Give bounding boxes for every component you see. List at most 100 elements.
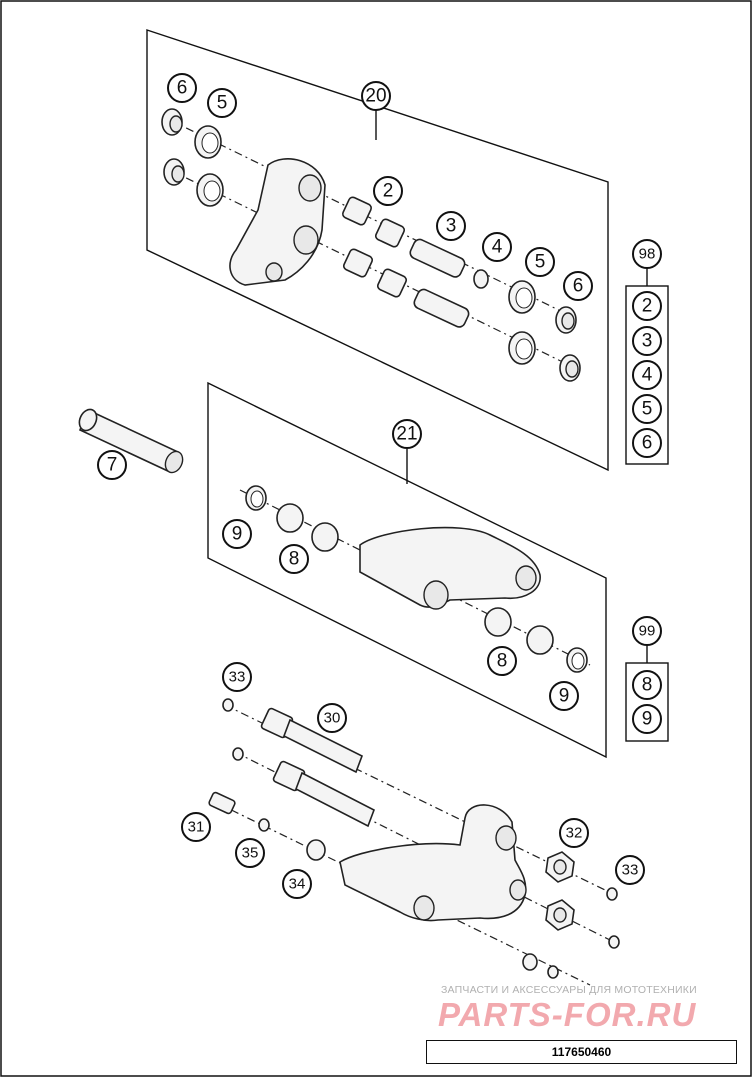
bolt-30-lower [272, 760, 375, 828]
axis-bolt-upper [224, 704, 606, 891]
svg-text:2: 2 [383, 181, 394, 202]
seal-5-upper-right [508, 280, 536, 314]
seal-5-lower-left [196, 173, 224, 207]
svg-text:2: 2 [642, 296, 653, 317]
svg-text:21: 21 [396, 424, 417, 445]
pin-7 [78, 408, 184, 474]
axis-lower [169, 169, 576, 369]
svg-text:3: 3 [446, 216, 457, 237]
callout-5-right: 5 [525, 247, 555, 277]
bushing-8-left-b [311, 522, 339, 552]
washer-35 [258, 818, 270, 832]
grease-nipple-33-right [606, 887, 620, 949]
svg-text:5: 5 [217, 93, 228, 114]
kit-99-item-9: 9 [632, 704, 662, 734]
callout-8-left: 8 [279, 544, 309, 574]
svg-text:6: 6 [642, 433, 653, 454]
callout-98: 98 [632, 239, 662, 269]
bolt-31 [208, 791, 236, 815]
bushing-8-left-a [276, 503, 304, 533]
bushing-2-b [374, 218, 406, 248]
svg-text:31: 31 [188, 819, 205, 836]
linkage-assembly [339, 804, 527, 922]
nut-32-lower [545, 899, 575, 931]
lever-arm-21 [359, 526, 541, 610]
svg-text:7: 7 [107, 455, 118, 476]
svg-text:9: 9 [642, 709, 653, 730]
watermark-subtitle: ЗАПЧАСТИ И АКСЕССУАРЫ ДЛЯ МОТОТЕХНИКИ [441, 984, 697, 996]
svg-text:9: 9 [559, 686, 570, 707]
svg-text:5: 5 [642, 399, 653, 420]
svg-text:34: 34 [289, 876, 306, 893]
callout-32: 32 [559, 818, 589, 848]
svg-text:5: 5 [535, 252, 546, 273]
callout-6-right: 6 [563, 271, 593, 301]
kit-98-item-6: 6 [632, 428, 662, 458]
callout-30: 30 [317, 703, 347, 733]
bearing-6-upper-right [555, 306, 577, 334]
bearing-6-upper-left [161, 108, 183, 136]
callout-33-left: 33 [222, 662, 252, 692]
bearing-6-lower-right [559, 354, 581, 382]
svg-text:33: 33 [622, 862, 639, 879]
svg-text:98: 98 [639, 246, 656, 263]
seal-9-left [245, 485, 267, 511]
kit-98-item-2: 2 [632, 291, 662, 321]
seal-9-right [566, 647, 588, 673]
bushing-2-d [376, 268, 408, 298]
svg-text:8: 8 [497, 651, 508, 672]
callout-33-right: 33 [615, 855, 645, 885]
svg-text:9: 9 [232, 524, 243, 545]
callout-21: 21 [392, 419, 422, 449]
svg-text:35: 35 [242, 845, 259, 862]
washer-34 [306, 839, 326, 861]
kit-99-item-8: 8 [632, 670, 662, 700]
svg-text:32: 32 [566, 825, 583, 842]
svg-text:33: 33 [229, 669, 246, 686]
pro-lever-link [229, 158, 326, 286]
callout-9-right: 9 [549, 681, 579, 711]
kit-21-panel [207, 381, 607, 759]
callout-34: 34 [282, 869, 312, 899]
callout-20: 20 [361, 81, 391, 111]
callout-2: 2 [373, 176, 403, 206]
svg-text:8: 8 [289, 549, 300, 570]
sleeve-3-lower [413, 288, 470, 328]
bushing-2-c [342, 248, 374, 278]
bolt-30-upper [260, 707, 364, 774]
bushing-8-right-b [526, 625, 554, 655]
callout-9-left: 9 [222, 519, 252, 549]
callout-99: 99 [632, 616, 662, 646]
callout-7: 7 [97, 450, 127, 480]
seal-5-lower-right [508, 331, 536, 365]
kit-20-panel [146, 29, 609, 472]
washer-4 [473, 269, 489, 289]
bushing-2-a [341, 196, 373, 226]
nut-32-upper [545, 851, 575, 883]
grease-nipple-33-left [222, 698, 244, 761]
svg-text:3: 3 [642, 331, 653, 352]
callout-31: 31 [181, 812, 211, 842]
svg-text:4: 4 [642, 365, 653, 386]
sleeve-3-upper [409, 238, 466, 278]
svg-text:30: 30 [324, 710, 341, 727]
callout-35: 35 [235, 838, 265, 868]
svg-text:6: 6 [573, 276, 584, 297]
bushing-8-right-a [484, 607, 512, 637]
bearing-6-lower-left [163, 158, 185, 186]
watermark-brand: PARTS-FOR.RU [438, 996, 697, 1033]
callout-4: 4 [482, 232, 512, 262]
document-number-box: 117650460 [426, 1040, 737, 1064]
svg-text:8: 8 [642, 675, 653, 696]
callout-3: 3 [436, 211, 466, 241]
kit-98-item-5: 5 [632, 394, 662, 424]
callout-6-top-left: 6 [167, 73, 197, 103]
axis-upper [169, 119, 576, 319]
washer-lower-right [522, 953, 559, 979]
svg-text:4: 4 [492, 237, 503, 258]
svg-text:20: 20 [365, 86, 386, 107]
document-number: 117650460 [551, 1045, 612, 1059]
